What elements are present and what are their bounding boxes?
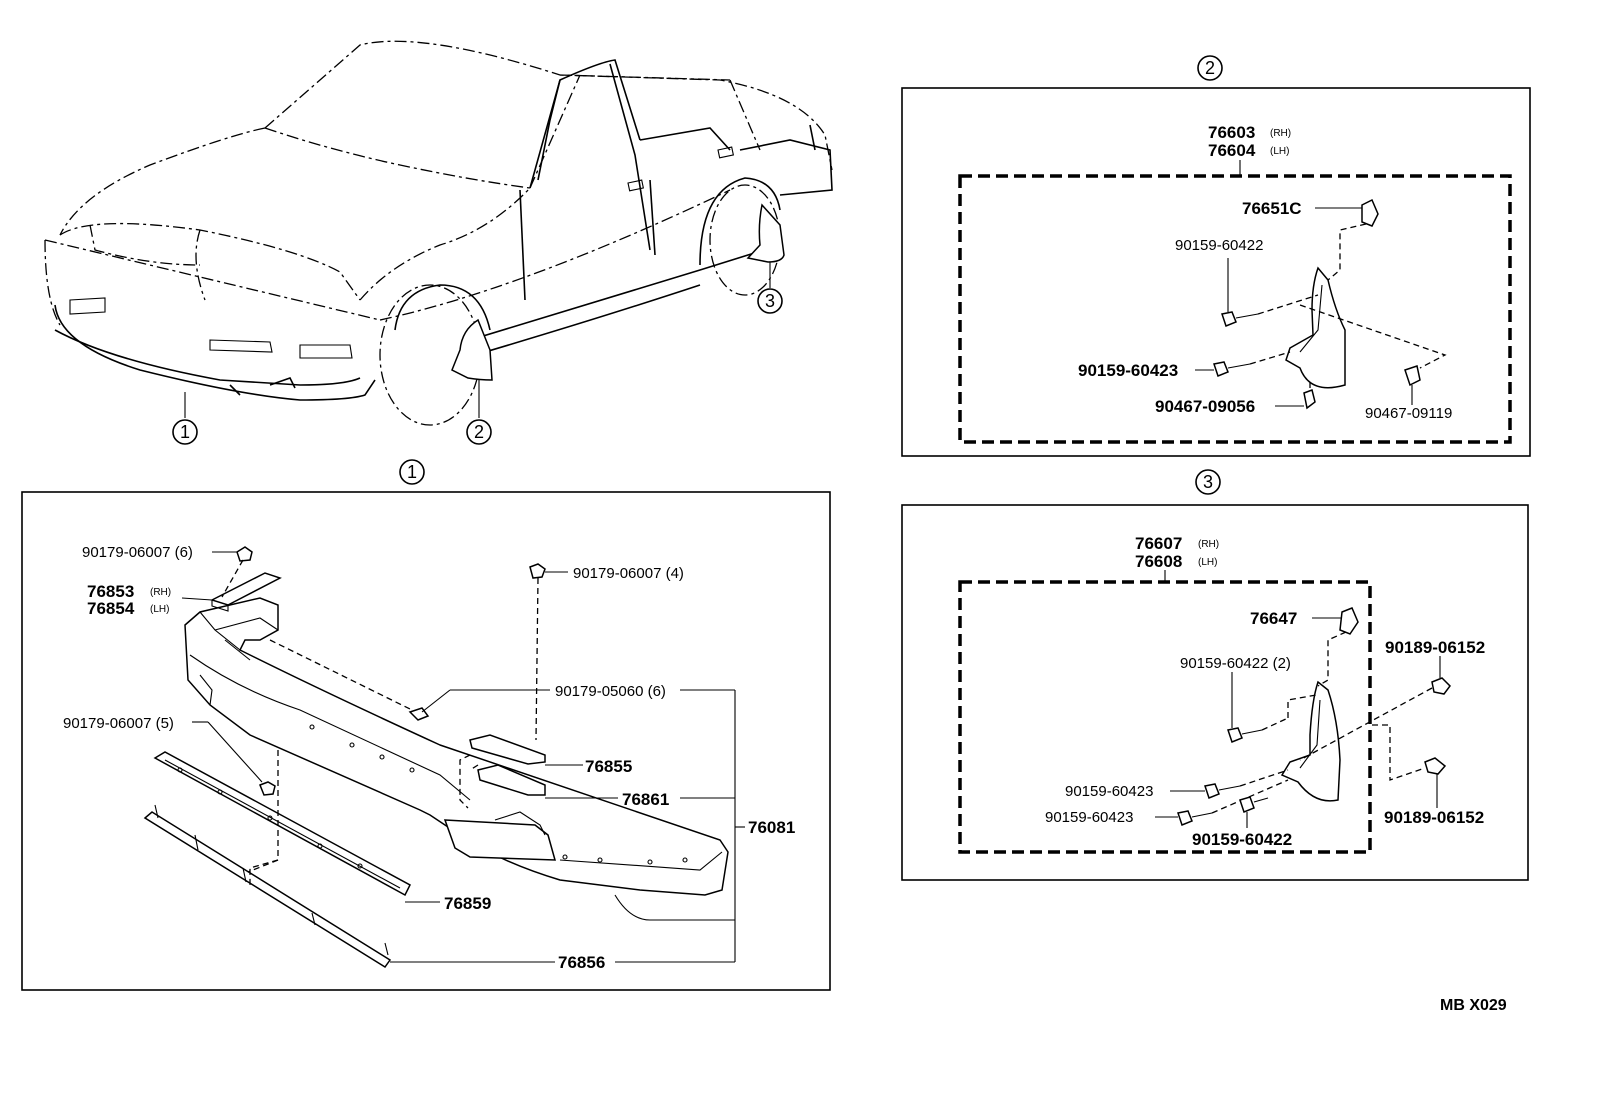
label-76861[interactable]: 76861 xyxy=(622,790,669,809)
panel-1-labels: 90179-06007 (6) 76853 (RH) 76854 (LH) 90… xyxy=(63,544,795,972)
label-rh-76853: (RH) xyxy=(150,587,171,598)
panel-3-labels-top: 76607 (RH) 76608 (LH) xyxy=(1135,534,1219,571)
callout-2-car[interactable]: 2 xyxy=(466,419,492,445)
label-76647[interactable]: 76647 xyxy=(1250,609,1297,628)
label-90179-05060-6[interactable]: 90179-05060 (6) xyxy=(555,683,666,700)
panel-3-frame xyxy=(901,504,1529,881)
label-90467-09056[interactable]: 90467-09056 xyxy=(1155,397,1255,416)
svg-text:3: 3 xyxy=(1203,472,1213,492)
svg-text:2: 2 xyxy=(1205,58,1215,78)
label-rh-76607: (RH) xyxy=(1198,539,1219,550)
label-76651c[interactable]: 76651C xyxy=(1242,199,1302,218)
callout-3-car[interactable]: 3 xyxy=(757,288,783,314)
label-76856[interactable]: 76856 xyxy=(558,953,605,972)
svg-text:3: 3 xyxy=(765,291,775,311)
panel-2-dashed-box xyxy=(958,174,1512,444)
label-90159-60422-2[interactable]: 90159-60422 (2) xyxy=(1180,655,1291,672)
callout-1-header[interactable]: 1 xyxy=(399,459,425,485)
label-76853[interactable]: 76853 xyxy=(87,582,134,601)
label-76859[interactable]: 76859 xyxy=(444,894,491,913)
label-76603[interactable]: 76603 xyxy=(1208,123,1255,142)
panel-3-labels: 76647 90159-60422 (2) 90189-06152 90159-… xyxy=(1045,609,1485,849)
label-lh-76854: (LH) xyxy=(150,604,169,615)
label-90159-60423-upper[interactable]: 90159-60423 xyxy=(1065,783,1153,800)
label-90179-06007-6[interactable]: 90179-06007 (6) xyxy=(82,544,193,561)
label-90467-09119[interactable]: 90467-09119 xyxy=(1365,405,1452,422)
label-90179-06007-5[interactable]: 90179-06007 (5) xyxy=(63,715,174,732)
svg-text:1: 1 xyxy=(180,422,190,442)
label-90179-06007-4[interactable]: 90179-06007 (4) xyxy=(573,565,684,582)
diagram-code: MB X029 xyxy=(1440,997,1507,1014)
label-rh-76603: (RH) xyxy=(1270,128,1291,139)
label-90159-60423[interactable]: 90159-60423 xyxy=(1078,361,1178,380)
front-mud-guard-drawing xyxy=(1195,198,1447,410)
label-76604[interactable]: 76604 xyxy=(1208,141,1256,160)
label-76607[interactable]: 76607 xyxy=(1135,534,1182,553)
label-76854[interactable]: 76854 xyxy=(87,599,135,618)
panel-1-frame xyxy=(21,491,831,991)
callout-3-header[interactable]: 3 xyxy=(1195,469,1221,495)
label-90189-06152-bottom[interactable]: 90189-06152 xyxy=(1384,808,1484,827)
label-lh-76608: (LH) xyxy=(1198,557,1217,568)
label-90189-06152-top[interactable]: 90189-06152 xyxy=(1385,638,1485,657)
label-76081[interactable]: 76081 xyxy=(748,818,795,837)
panel-2-labels-top: 76603 (RH) 76604 (LH) xyxy=(1208,123,1291,160)
panel-2-frame xyxy=(901,87,1531,457)
callout-2-header[interactable]: 2 xyxy=(1197,55,1223,81)
callout-1-car[interactable]: 1 xyxy=(172,419,198,445)
label-lh-76604: (LH) xyxy=(1270,146,1289,157)
label-76608[interactable]: 76608 xyxy=(1135,552,1182,571)
svg-text:1: 1 xyxy=(407,462,417,482)
spoiler-assembly-drawing xyxy=(143,546,729,969)
panel-2-labels: 76651C 90159-60422 90159-60423 90467-090… xyxy=(1078,199,1452,422)
label-90159-60422-bottom[interactable]: 90159-60422 xyxy=(1192,830,1292,849)
panel-1-leaders xyxy=(181,551,745,963)
label-90159-60422[interactable]: 90159-60422 xyxy=(1175,237,1263,254)
car-overview xyxy=(44,40,833,426)
label-90159-60423-lower[interactable]: 90159-60423 xyxy=(1045,809,1133,826)
label-76855[interactable]: 76855 xyxy=(585,757,632,776)
rear-mud-guard-drawing xyxy=(1155,607,1451,828)
svg-text:2: 2 xyxy=(474,422,484,442)
panel-3-dashed-box xyxy=(958,580,1372,854)
